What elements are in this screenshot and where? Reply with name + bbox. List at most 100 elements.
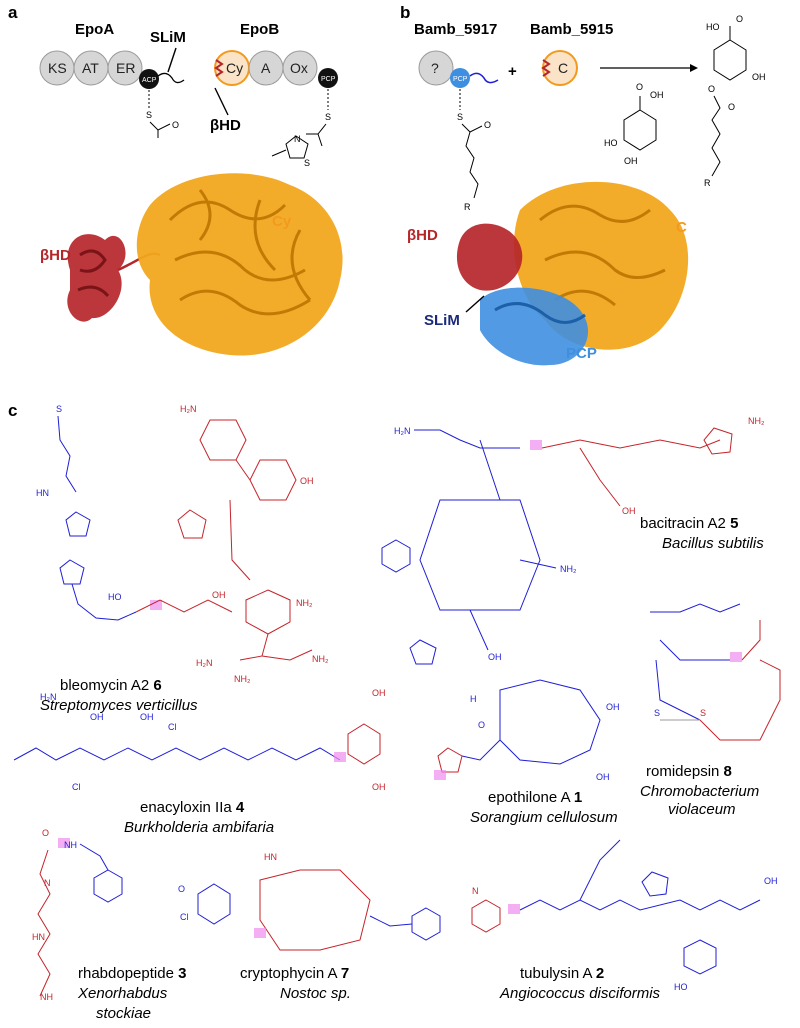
thioester-o-b: O xyxy=(484,120,491,130)
romidepsin-num: 8 xyxy=(724,763,732,780)
bhd-hairpin-b xyxy=(541,59,551,77)
thiazole-methyl xyxy=(271,149,287,157)
bacitracin-name: bacitracin A2 5 xyxy=(640,515,738,532)
rhabdo-highlight xyxy=(58,838,70,848)
rhabdopeptide-name-text: rhabdopeptide xyxy=(78,965,174,982)
tubu-thiazole xyxy=(641,871,669,897)
romi-s-1: S xyxy=(654,708,660,718)
bleomycin-structure: S HN HO OH NH₂ H₂N NH₂ NH₂ H₂N OH xyxy=(36,404,329,684)
bacitracin-organism: Bacillus subtilis xyxy=(662,535,764,552)
rhabdopeptide-organism-2: stockiae xyxy=(96,1005,151,1022)
rhabdo-n: N xyxy=(44,878,51,888)
tubu-ho: HO xyxy=(674,982,688,992)
bleo-nh2-1: NH₂ xyxy=(296,598,313,608)
epothilone-name: epothilone A 1 xyxy=(488,789,582,806)
pcp-label-b: PCP xyxy=(453,76,468,83)
acp-thioester-s: S xyxy=(146,110,152,120)
bleomycin-name-text: bleomycin A2 xyxy=(60,677,149,694)
bacit-h2n: H₂N xyxy=(394,426,411,436)
bacit-nh2: NH₂ xyxy=(748,416,765,426)
enacyloxin-structure: H₂N Cl Cl OH OH OH OH xyxy=(13,688,386,792)
tubu-piperidine xyxy=(471,899,501,933)
enacyloxin-num: 4 xyxy=(236,799,245,816)
romi-mid xyxy=(659,639,730,661)
bleo-oh-top: OH xyxy=(300,476,314,486)
rhabdo-hn: HN xyxy=(32,932,45,942)
bhd-ribbon-b xyxy=(456,223,523,291)
enac-oh-2: OH xyxy=(140,712,154,722)
epothilone-name-text: epothilone A xyxy=(488,789,571,806)
epo-highlight xyxy=(434,770,446,780)
rhabdo-chain xyxy=(37,849,51,997)
crypto-cl: Cl xyxy=(180,912,189,922)
bleomycin-name: bleomycin A2 6 xyxy=(60,677,162,694)
acetyl-o: O xyxy=(172,120,179,130)
a-label: A xyxy=(261,60,271,76)
bleo-ho: HO xyxy=(108,592,122,602)
substrate-o: O xyxy=(636,82,643,92)
pcp-domain-b xyxy=(450,68,470,88)
enac-ring xyxy=(347,723,381,765)
bleo-imidazole xyxy=(177,509,207,539)
bacit-macrocycle xyxy=(419,499,541,611)
bleo-thiazole-1 xyxy=(65,511,91,537)
panel-c-letter: c xyxy=(8,401,17,420)
thiazole-n: N xyxy=(294,134,301,144)
bleomycin-organism: Streptomyces verticillus xyxy=(40,697,198,714)
product-ring xyxy=(713,39,747,81)
tubu-chain xyxy=(519,899,761,911)
romi-top xyxy=(650,603,741,613)
acp-domain-a xyxy=(139,69,159,89)
enac-chain xyxy=(13,747,341,761)
unknown-domain xyxy=(418,50,454,86)
bleo-sugar-links xyxy=(229,459,251,581)
enac-cl-2: Cl xyxy=(168,722,177,732)
substrate-ring xyxy=(623,109,657,151)
slim-struct-label: SLiM xyxy=(424,312,460,329)
unknown-domain-label: ? xyxy=(431,60,439,76)
rhabdo-o: O xyxy=(42,828,49,838)
polyene-chain-b xyxy=(461,123,483,199)
bamb5917-label: Bamb_5917 xyxy=(414,21,497,38)
romi-highlight xyxy=(730,652,742,662)
acp-linker xyxy=(157,72,185,84)
slim-linker-b xyxy=(469,72,499,84)
epob-label: EpoB xyxy=(240,21,279,38)
bhd-ribbon-a xyxy=(67,234,126,322)
bleo-chain-2 xyxy=(71,583,137,621)
bleo-sugar-2 xyxy=(249,459,297,501)
acetyl-group xyxy=(149,121,171,138)
epob-domains: Cy A Ox PCP S N S xyxy=(214,50,338,168)
tubu-highlight xyxy=(508,904,520,914)
crypto-o: O xyxy=(178,884,185,894)
bacit-oh-2: OH xyxy=(488,652,502,662)
rhabdopeptide-num: 3 xyxy=(178,965,186,982)
rhabdopeptide-structure: O NH N HN NH xyxy=(32,828,123,1002)
pcp-thioester-s: S xyxy=(325,112,331,122)
epo-thiazole xyxy=(437,747,463,773)
enac-cooh: OH xyxy=(372,688,386,698)
romidepsin-name: romidepsin 8 xyxy=(646,763,732,780)
bacit-thiazoline xyxy=(703,427,733,455)
romi-red-chain xyxy=(699,620,781,741)
bhd-label-a: βHD xyxy=(210,117,241,134)
panel-b: b Bamb_5917 Bamb_5915 ? PCP S O R + C OH… xyxy=(400,3,766,366)
substrate-oh: OH xyxy=(650,90,664,100)
enacyloxin-name-text: enacyloxin IIa xyxy=(140,799,232,816)
bacit-nh2-2: NH₂ xyxy=(560,564,577,574)
cryptophycin-num: 7 xyxy=(341,965,349,982)
ox-label: Ox xyxy=(290,60,308,76)
bleo-nh2-2: NH₂ xyxy=(312,654,329,664)
rhabdopeptide-name: rhabdopeptide 3 xyxy=(78,965,186,982)
thiazole-ring-a xyxy=(285,135,309,159)
pcp-ribbon xyxy=(480,287,589,366)
epo-side-chain xyxy=(461,739,501,761)
pcp-struct-label: PCP xyxy=(566,345,597,362)
bleo-chain-3 xyxy=(135,599,233,613)
bleo-h2n-top: H₂N xyxy=(180,404,197,414)
bacit-phenyl xyxy=(381,539,411,573)
enac-oh-3: OH xyxy=(372,782,386,792)
crypto-highlight xyxy=(254,928,266,938)
cy-helices xyxy=(168,189,312,316)
